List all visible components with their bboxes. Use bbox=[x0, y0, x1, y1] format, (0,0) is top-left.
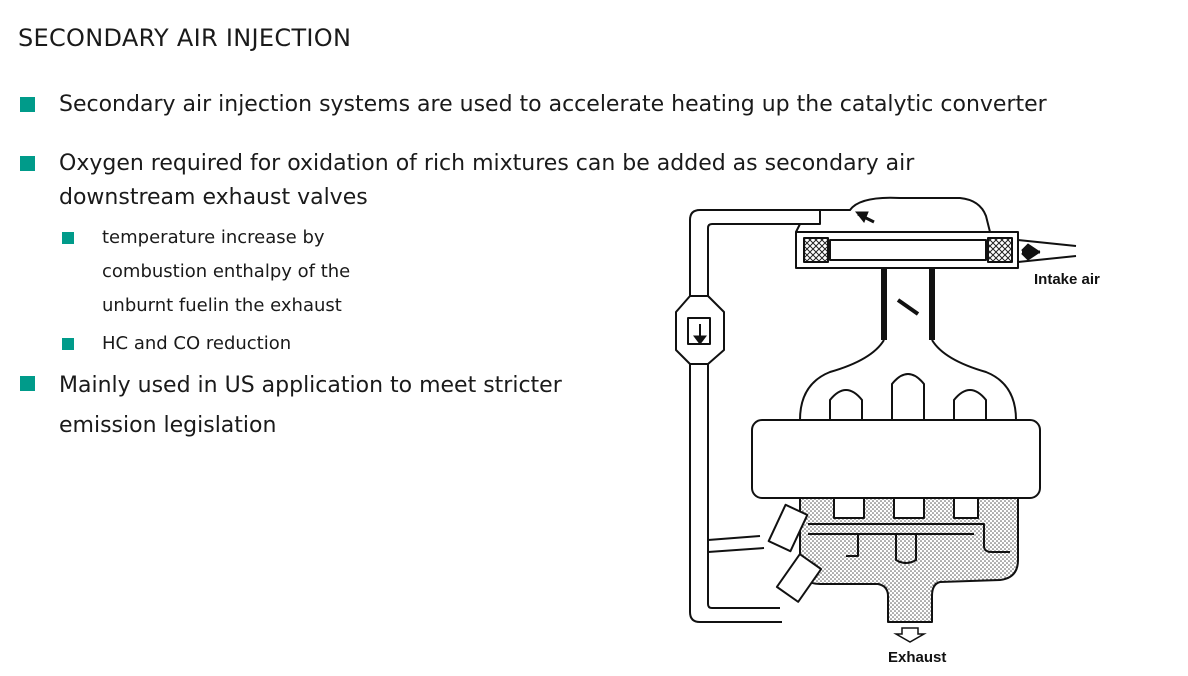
bullet-3: Mainly used in US application to meet st… bbox=[20, 366, 640, 446]
sub-bullet-square bbox=[62, 232, 74, 244]
air-filter bbox=[795, 231, 1019, 269]
sub-bullet-1-text: temperature increase by combustion entha… bbox=[102, 227, 351, 316]
bullet-square bbox=[20, 97, 35, 112]
sub-bullet-1: temperature increase by combustion entha… bbox=[62, 221, 392, 323]
bullet-square bbox=[20, 156, 35, 171]
bullet-2: Oxygen required for oxidation of rich mi… bbox=[20, 147, 980, 215]
air-valve-lower bbox=[775, 553, 823, 603]
air-pipe-inner bbox=[707, 223, 820, 609]
bullet-square bbox=[20, 376, 35, 391]
intake-manifold bbox=[799, 339, 1017, 422]
filter-housing bbox=[795, 196, 991, 233]
intake-air-label: Intake air bbox=[1034, 271, 1100, 288]
sub-bullet-square bbox=[62, 338, 74, 350]
bullet-1-text: Secondary air injection systems are used… bbox=[59, 92, 1047, 117]
bullet-2-text: Oxygen required for oxidation of rich mi… bbox=[59, 151, 915, 210]
bullet-3-text: Mainly used in US application to meet st… bbox=[59, 373, 562, 438]
bullet-1: Secondary air injection systems are used… bbox=[20, 88, 1180, 122]
air-pipe-outer bbox=[689, 209, 820, 623]
exhaust-label: Exhaust bbox=[888, 649, 946, 666]
air-valve-upper bbox=[707, 503, 809, 553]
sub-bullet-2-text: HC and CO reduction bbox=[102, 333, 292, 354]
slide-title: SECONDARY AIR INJECTION bbox=[18, 24, 352, 52]
sub-bullet-2: HC and CO reduction bbox=[62, 327, 392, 361]
secondary-air-system-diagram: Intake air Exhaust bbox=[675, 196, 1100, 666]
engine-block bbox=[751, 419, 1041, 499]
